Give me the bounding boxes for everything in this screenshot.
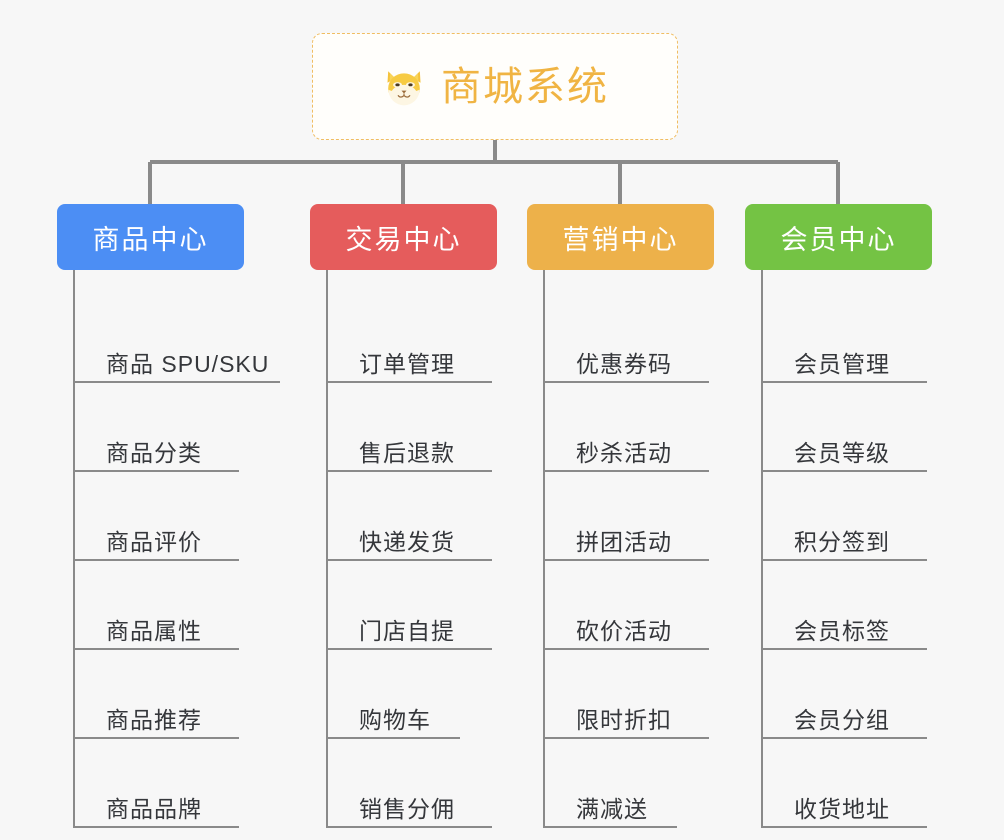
leaf-label: 销售分佣 <box>359 795 455 822</box>
leaf-label: 优惠券码 <box>576 350 672 377</box>
leaf-item[interactable]: 优惠券码 <box>545 294 714 383</box>
shiba-dog-face-icon <box>387 70 421 105</box>
leaf-item[interactable]: 拼团活动 <box>545 472 714 561</box>
leaf-label: 快递发货 <box>359 528 455 555</box>
category-label: 营销中心 <box>562 224 679 255</box>
leaf-item[interactable]: 会员分组 <box>763 650 932 739</box>
leaf-item[interactable]: 快递发货 <box>328 472 497 561</box>
leaf-label: 商品品牌 <box>106 795 202 822</box>
leaf-label: 砍价活动 <box>576 617 672 644</box>
leaf-item[interactable]: 商品分类 <box>75 383 269 472</box>
root-title: 商城系统 <box>441 64 609 109</box>
branch-column-商品中心: 商品中心 商品 SPU/SKU 商品分类 商品评价 商品属性 商品推荐 商品品牌 <box>57 204 281 828</box>
leaf-list-0: 商品 SPU/SKU 商品分类 商品评价 商品属性 商品推荐 商品品牌 <box>73 270 281 828</box>
branch-column-营销中心: 营销中心 优惠券码 秒杀活动 拼团活动 砍价活动 限时折扣 满减送 <box>527 204 714 828</box>
leaf-item[interactable]: 销售分佣 <box>328 739 497 828</box>
leaf-item[interactable]: 会员等级 <box>763 383 932 472</box>
leaf-label: 商品属性 <box>106 617 202 644</box>
category-label: 会员中心 <box>780 224 897 255</box>
category-header-0[interactable]: 商品中心 <box>57 204 244 270</box>
leaf-label: 门店自提 <box>359 617 455 644</box>
leaf-label: 商品分类 <box>106 439 202 466</box>
leaf-label: 积分签到 <box>794 528 890 555</box>
leaf-item[interactable]: 限时折扣 <box>545 650 714 739</box>
category-header-3[interactable]: 会员中心 <box>745 204 932 270</box>
category-label: 商品中心 <box>92 224 209 255</box>
leaf-item[interactable]: 砍价活动 <box>545 561 714 650</box>
leaf-list-3: 会员管理 会员等级 积分签到 会员标签 会员分组 收货地址 <box>761 270 932 828</box>
leaf-item[interactable]: 订单管理 <box>328 294 497 383</box>
leaf-item[interactable]: 满减送 <box>545 739 714 828</box>
root-node[interactable]: 商城系统 <box>312 33 678 140</box>
leaf-item[interactable]: 会员标签 <box>763 561 932 650</box>
leaf-label: 商品评价 <box>106 528 202 555</box>
leaf-item[interactable]: 售后退款 <box>328 383 497 472</box>
leaf-label: 会员标签 <box>794 617 890 644</box>
leaf-label: 商品推荐 <box>106 706 202 733</box>
branch-column-会员中心: 会员中心 会员管理 会员等级 积分签到 会员标签 会员分组 收货地址 <box>745 204 932 828</box>
leaf-label: 会员分组 <box>794 706 890 733</box>
leaf-item[interactable]: 商品 SPU/SKU <box>75 294 281 383</box>
leaf-label: 会员等级 <box>794 439 890 466</box>
leaf-label: 商品 SPU/SKU <box>106 350 270 377</box>
leaf-label: 收货地址 <box>794 795 890 822</box>
leaf-label: 满减送 <box>576 795 648 822</box>
leaf-item[interactable]: 商品品牌 <box>75 739 269 828</box>
leaf-label: 限时折扣 <box>576 706 672 733</box>
leaf-label: 购物车 <box>359 706 431 733</box>
leaf-item[interactable]: 购物车 <box>328 650 497 739</box>
leaf-item[interactable]: 商品属性 <box>75 561 269 650</box>
leaf-item[interactable]: 收货地址 <box>763 739 932 828</box>
category-header-1[interactable]: 交易中心 <box>310 204 497 270</box>
leaf-item[interactable]: 秒杀活动 <box>545 383 714 472</box>
category-label: 交易中心 <box>345 224 462 255</box>
leaf-list-2: 优惠券码 秒杀活动 拼团活动 砍价活动 限时折扣 满减送 <box>543 270 714 828</box>
leaf-item[interactable]: 门店自提 <box>328 561 497 650</box>
leaf-item[interactable]: 会员管理 <box>763 294 932 383</box>
leaf-label: 售后退款 <box>359 439 455 466</box>
leaf-item[interactable]: 商品推荐 <box>75 650 269 739</box>
leaf-label: 拼团活动 <box>576 528 672 555</box>
leaf-item[interactable]: 商品评价 <box>75 472 269 561</box>
leaf-label: 会员管理 <box>794 350 890 377</box>
category-header-2[interactable]: 营销中心 <box>527 204 714 270</box>
branch-column-交易中心: 交易中心 订单管理 售后退款 快递发货 门店自提 购物车 销售分佣 <box>310 204 497 828</box>
leaf-item[interactable]: 积分签到 <box>763 472 932 561</box>
leaf-label: 秒杀活动 <box>576 439 672 466</box>
leaf-list-1: 订单管理 售后退款 快递发货 门店自提 购物车 销售分佣 <box>326 270 497 828</box>
leaf-label: 订单管理 <box>359 350 455 377</box>
